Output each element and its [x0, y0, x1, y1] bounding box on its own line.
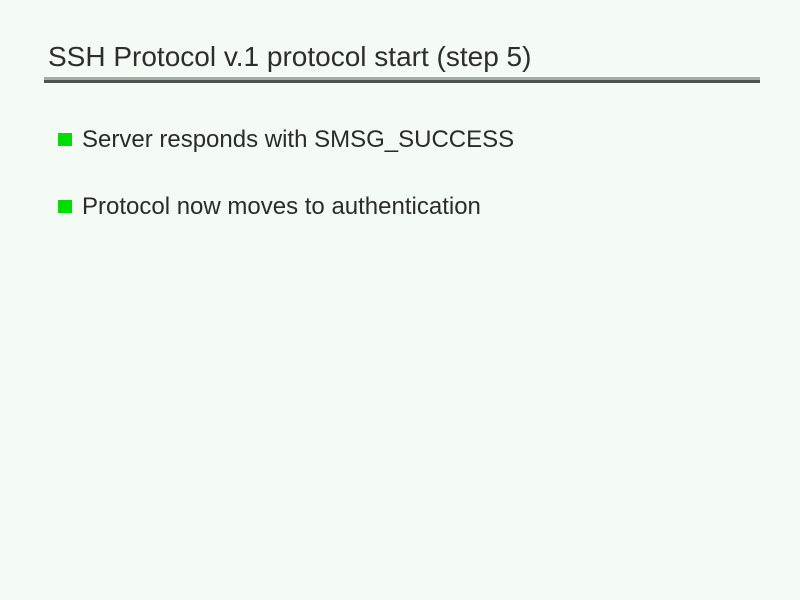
title-underline-rule: [44, 77, 760, 83]
list-item: Protocol now moves to authentication: [58, 188, 514, 225]
list-item: Server responds with SMSG_SUCCESS: [58, 121, 514, 158]
bullet-text: Server responds with SMSG_SUCCESS: [82, 125, 515, 153]
green-square-bullet-icon: [58, 200, 72, 213]
green-square-bullet-icon: [58, 133, 72, 146]
slide-title: SSH Protocol v.1 protocol start (step 5): [48, 41, 532, 72]
bullet-text: Protocol now moves to authentication: [82, 192, 481, 220]
bullet-list: Server responds with SMSG_SUCCESS Protoc…: [58, 121, 514, 225]
